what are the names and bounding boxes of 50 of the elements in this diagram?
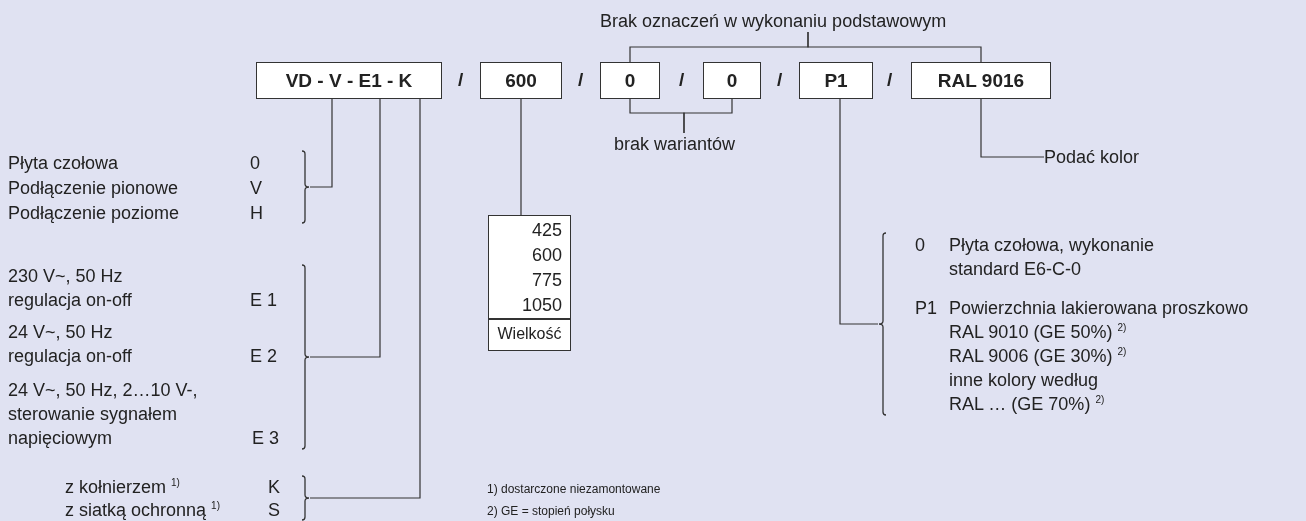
- annotation-text: brak wariantów: [614, 133, 736, 155]
- option-code: E 3: [252, 427, 281, 450]
- connector-line: [309, 98, 421, 499]
- option-code: H: [250, 202, 264, 225]
- option-text: z kołnierzem $^{1)}$: [65, 476, 181, 499]
- option-code: S: [268, 499, 281, 521]
- size-caption: Wielkość: [496, 324, 563, 344]
- footnote: 2) GE = stopień połysku: [487, 503, 615, 520]
- option-code: E 1: [250, 289, 279, 312]
- option-code: K: [268, 476, 281, 499]
- separator-slash: /: [578, 69, 584, 91]
- code-box: 0: [703, 62, 761, 99]
- connector-line: [839, 98, 879, 325]
- separator-slash: /: [458, 69, 464, 91]
- size-values: 425 600 775 1050: [520, 219, 562, 317]
- connector-line: [980, 98, 1045, 158]
- connector-line: [309, 98, 333, 188]
- code-box: 0: [600, 62, 660, 99]
- separator-slash: /: [887, 69, 893, 91]
- annotation-text: Brak oznaczeń w wykonaniu podstawowym: [600, 10, 947, 32]
- option-text: Płyta czołowa: [8, 152, 120, 175]
- option-text: Podłączenie pionowe: [8, 177, 180, 200]
- option-text: Płyta czołowa, wykonanie standard E6-C-0: [949, 234, 1156, 281]
- option-text: 24 V~, 50 Hz regulacja on-off: [8, 321, 133, 368]
- code-box: RAL 9016: [911, 62, 1051, 99]
- connector-line: [520, 98, 522, 216]
- option-text: 24 V~, 50 Hz, 2…10 V-, sterowanie sygnałem napięciowym: [8, 379, 199, 450]
- code-box: VD - V - E1 - K: [256, 62, 442, 99]
- option-code: P1: [915, 297, 939, 320]
- option-code: E 2: [250, 345, 279, 368]
- option-code: V: [250, 177, 263, 200]
- connector-line: [807, 31, 982, 63]
- option-code: 0: [915, 234, 926, 257]
- option-text: inne kolory według RAL … (GE 70%) $^{2)}$: [949, 369, 1106, 416]
- option-text: RAL 9010 (GE 50%) $^{2)}$: [949, 321, 1128, 344]
- connector-line: [683, 98, 733, 134]
- option-code: 0: [250, 152, 261, 175]
- option-text: 230 V~, 50 Hz regulacja on-off: [8, 265, 133, 312]
- option-text: Podłączenie poziome: [8, 202, 181, 225]
- code-box: 600: [480, 62, 562, 99]
- code-box: P1: [799, 62, 873, 99]
- connector-line: [309, 98, 381, 358]
- footnote: 1) dostarczone niezamontowane: [487, 481, 661, 498]
- option-text: RAL 9006 (GE 30%) $^{2)}$: [949, 345, 1128, 368]
- option-text: Powierzchnia lakierowana proszkowo: [949, 297, 1250, 320]
- annotation-text: Podać kolor: [1044, 146, 1140, 168]
- separator-slash: /: [777, 69, 783, 91]
- size-table: [488, 215, 571, 351]
- separator-slash: /: [679, 69, 685, 91]
- option-text: z siatką ochronną $^{1)}$: [65, 499, 221, 521]
